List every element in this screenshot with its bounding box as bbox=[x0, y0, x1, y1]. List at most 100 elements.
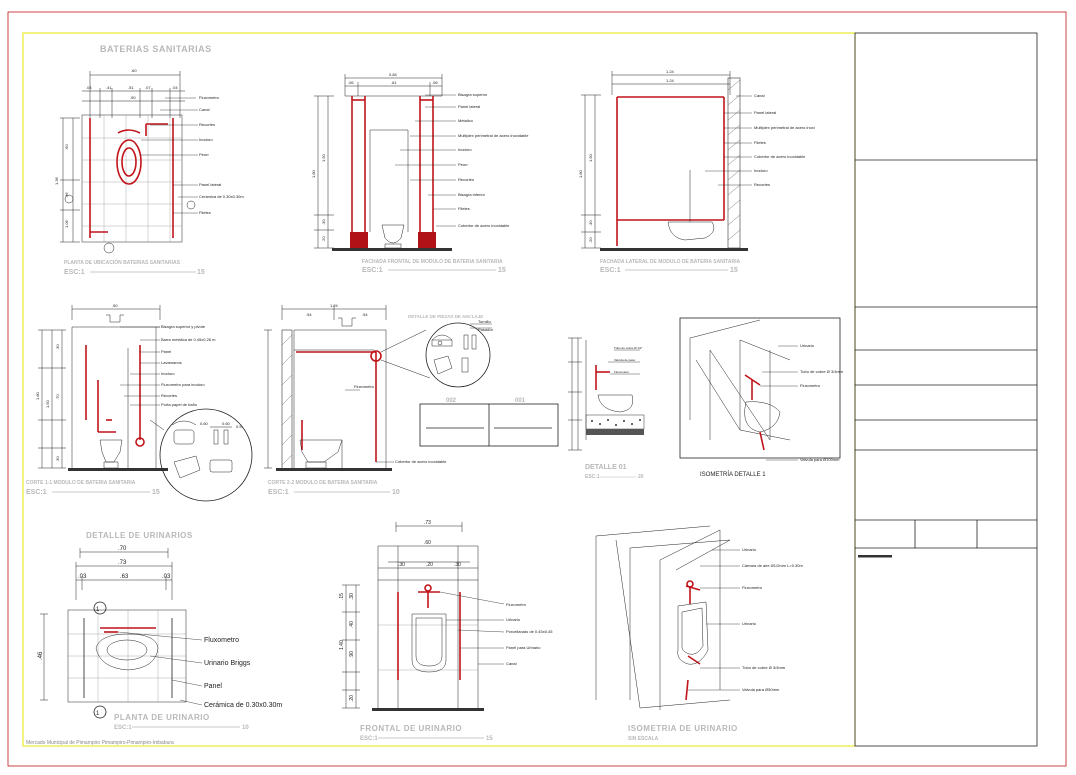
cut-2-2: 1.24 .54 .54 Fluxometro Cobertor de acer… bbox=[264, 303, 447, 496]
annotation-label: Panel para Urinario bbox=[506, 645, 541, 650]
detail-01: Tubo de cobre Ø 1/2" Valvula de paso Flu… bbox=[568, 337, 645, 480]
scale-label: ESC:1 bbox=[585, 474, 600, 480]
dimension-label: .30 bbox=[55, 344, 60, 350]
title-block bbox=[854, 32, 1038, 747]
dimension-label: .20 bbox=[321, 236, 326, 242]
dimension-label: 0.84 bbox=[389, 72, 398, 77]
annotation-label: Panel lateral bbox=[458, 104, 480, 109]
annotation-label: Fluxometro bbox=[506, 602, 527, 607]
scale-label: 15 bbox=[197, 269, 205, 276]
revision-table: 002 001 bbox=[419, 398, 559, 447]
dimension-label: 1.50 bbox=[588, 153, 593, 162]
annotation-label: Inodoro bbox=[754, 168, 768, 173]
scale-label: 15 bbox=[486, 736, 493, 742]
dimension-label: .60 bbox=[424, 540, 431, 546]
annotation-label: Urinario Briggs bbox=[204, 660, 251, 667]
annotation-label: Porcellanato de 0.45x0.45 bbox=[506, 629, 553, 634]
annotation-label: Fluxometro bbox=[800, 383, 821, 388]
dimension-label: .20 bbox=[588, 237, 593, 243]
isometric-detail-1: Urinario Tubo de cobre Ø 3/4mm Fluxometr… bbox=[679, 317, 844, 478]
scale-label: 15 bbox=[730, 267, 738, 274]
view-title: DETALLE DE URINARIOS bbox=[86, 531, 193, 540]
scale-label: ESC:1 bbox=[360, 736, 378, 742]
front-elevation: 0.84 .06 .61 .06 1.80 1.50 .30 .20 Bisag… bbox=[311, 72, 529, 274]
dimension-label: 1.24 bbox=[666, 78, 675, 83]
dimension-label: .54 bbox=[306, 312, 312, 317]
dimension-label: 0.5 bbox=[236, 424, 242, 429]
dimension-label: 1.80 bbox=[578, 169, 583, 178]
annotation-label: Peorr bbox=[458, 162, 468, 167]
urinal-plan: DETALLE DE URINARIOS 1 bbox=[38, 531, 282, 731]
dimension-label: .20 bbox=[349, 695, 355, 702]
scale-label: 10 bbox=[392, 489, 400, 496]
annotation-label: Cerámica de 0.30x0.30m bbox=[199, 194, 244, 199]
dimension-label: .41 bbox=[106, 85, 112, 90]
annotation-label: Peorr bbox=[199, 152, 209, 157]
dimension-label: .30 bbox=[55, 456, 60, 462]
dimension-label: 1.80 bbox=[311, 169, 316, 178]
dimension-label: .60 bbox=[64, 144, 69, 150]
scale-label: ESC:1 bbox=[362, 267, 383, 274]
dimension-label: .15 bbox=[339, 593, 345, 600]
dimension-label: .06 bbox=[348, 80, 354, 85]
footer-note: Mercado Municipal de Pimampiro Pimampiro… bbox=[26, 740, 174, 746]
view-title: DETALLE 01 bbox=[585, 464, 627, 471]
annotation-label: Bisagra inferior bbox=[458, 192, 486, 197]
dimension-label: .30 bbox=[454, 562, 461, 568]
dimension-label: .46 bbox=[64, 192, 69, 198]
dimension-label: .50 bbox=[112, 303, 118, 308]
view-title: DETALLE DE PIEZAS DE ANCLAJE bbox=[408, 314, 483, 319]
annotation-label: Recortes bbox=[199, 122, 215, 127]
dimension-label: 0.60 bbox=[200, 421, 209, 426]
dimension-label: 1 bbox=[96, 607, 100, 613]
annotation-label: Cerámica de 0.30x0.30m bbox=[204, 702, 282, 709]
dimension-label: .90 bbox=[349, 651, 355, 658]
annotation-label: Lavamanos bbox=[161, 360, 182, 365]
dimension-label: .40 bbox=[349, 621, 355, 628]
annotation-label: Cámara de aire Ø1/2mm L=0.30m bbox=[742, 563, 803, 568]
dimension-label: .03 bbox=[162, 574, 171, 580]
annotation-label: Valvula para Ø50mm bbox=[742, 687, 780, 692]
dimension-label: .70 bbox=[118, 546, 127, 552]
annotation-label: Urinario bbox=[742, 547, 757, 552]
dimension-label: .03 bbox=[78, 574, 87, 580]
dimension-label: .46 bbox=[38, 651, 44, 660]
dimension-label: 1.36 bbox=[54, 176, 59, 185]
annotation-label: Tubo de cobre Ø 3/4mm bbox=[800, 369, 844, 374]
annotation-label: Tornillo bbox=[478, 319, 491, 324]
annotation-label: Barra metálica de 0.45x0.26 m bbox=[161, 337, 216, 342]
annotation-label: Fluxometro bbox=[204, 637, 239, 644]
scale-label: ESC:1 bbox=[26, 489, 47, 496]
annotation-label: Porta papel de baño bbox=[161, 402, 198, 407]
dimension-label: .04 bbox=[86, 85, 92, 90]
annotation-label: Valvula de paso bbox=[614, 358, 635, 362]
annotation-label: Multiplex perimetral de acero inoxi bbox=[754, 125, 815, 130]
scale-label: 10 bbox=[242, 725, 249, 731]
dimension-label: .63 bbox=[120, 574, 129, 580]
scale-label: 15 bbox=[152, 489, 160, 496]
annotation-label: Canal bbox=[754, 93, 765, 98]
annotation-label: Panel lateral bbox=[199, 182, 221, 187]
view-title: FACHADA FRONTAL DE MODULO DE BATERIA SAN… bbox=[362, 259, 503, 265]
annotation-label: Fluxometro bbox=[199, 95, 220, 100]
annotation-label: Multiplex perimetral de acero inoxidable bbox=[458, 133, 529, 138]
urinal-front: .73 .60 .30 .20 .30 .15 .30 .40 1.40 .90… bbox=[339, 520, 553, 742]
dimension-label: 1.24 bbox=[666, 69, 675, 74]
dimension-label: .51 bbox=[128, 85, 134, 90]
dimension-label: .06 bbox=[432, 80, 438, 85]
dimension-label: 1.50 bbox=[321, 153, 326, 162]
scale-label: 20 bbox=[638, 474, 644, 480]
annotation-label: Recortes bbox=[458, 177, 474, 182]
dimension-label: .20 bbox=[426, 562, 433, 568]
annotation-label: Valvula para Ø100mm bbox=[800, 457, 840, 462]
annotation-label: Canal bbox=[199, 107, 210, 112]
annotation-label: Cobertor de acero inoxidable bbox=[395, 459, 447, 464]
plan-view: .60 .04 .41 .51 .07 .04 .50 1.36 .60 .46… bbox=[54, 68, 244, 276]
annotation-label: Filetes bbox=[754, 140, 766, 145]
dimension-label: 0.60 bbox=[222, 421, 231, 426]
dimension-label: .30 bbox=[321, 219, 326, 225]
view-title: PLANTA DE URINARIO bbox=[114, 713, 210, 722]
annotation-label: Pasador bbox=[478, 327, 494, 332]
dimension-label: .54 bbox=[362, 312, 368, 317]
